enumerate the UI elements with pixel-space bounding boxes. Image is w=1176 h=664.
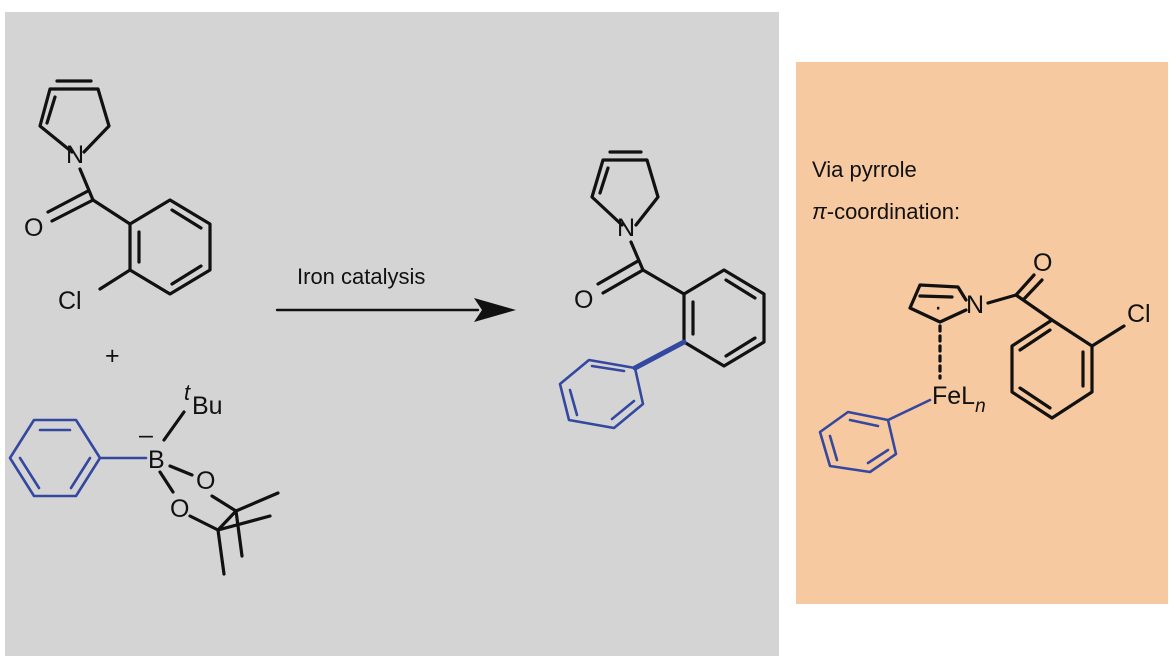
boronate-phenyl-double-2 <box>69 456 92 490</box>
iron-symbol: FeL <box>932 382 975 410</box>
mechanism-nitrogen: N <box>966 291 984 319</box>
product-new-cc-bond <box>632 339 687 371</box>
boronate-oxygen-2: O <box>170 495 189 523</box>
reactant-benzene-double-1 <box>170 208 203 230</box>
mechanism-c-cl-bond <box>1090 324 1126 348</box>
reaction-panel <box>5 12 779 656</box>
reactant-boronate: B – t Bu O O <box>8 380 280 576</box>
pi-symbol: π <box>812 199 828 224</box>
boron-negative-charge: – <box>139 421 153 449</box>
mechanism-highlight-box <box>796 62 1168 604</box>
boron-tbu-bond <box>162 410 186 442</box>
mechanism-pyrrole-inner-bond <box>918 294 954 299</box>
product-phenyl-double-3 <box>610 399 636 421</box>
mechanism-carbonyl-bond-2 <box>1022 278 1044 301</box>
product-benzene-double-1 <box>724 278 757 300</box>
mechanism-n-c-bond <box>986 293 1018 305</box>
tbu-label: Bu <box>192 392 223 420</box>
product-benzene-ring <box>682 268 766 368</box>
pinacol-o2-c-bond <box>188 514 220 532</box>
product-nitrogen: N <box>617 214 635 242</box>
reactant-carbonyl-bond-1 <box>50 198 95 223</box>
mechanism-benzene-double-2 <box>1018 386 1052 410</box>
reactant-carbonyl-aryl-bond <box>91 198 132 226</box>
boronate-oxygen-1: O <box>196 467 215 495</box>
product-phenyl-double-2 <box>568 388 579 417</box>
mechanism-title-line-2: π-coordination: <box>812 199 960 224</box>
mechanism-title-rest: -coordination: <box>827 199 960 224</box>
pinacol-methyl-3 <box>216 514 272 532</box>
mechanism-content: Via pyrrole π-coordination: · N O Cl FeL… <box>812 157 1151 474</box>
reactant-benzene-double-2 <box>170 264 203 286</box>
product-carbonyl-aryl-bond <box>641 268 686 296</box>
pinacol-methyl-4 <box>216 528 226 576</box>
plus-sign: + <box>105 342 120 370</box>
boronate-phenyl-double-3 <box>18 456 41 490</box>
product-pyrrole-ring <box>590 158 660 227</box>
reactant-oxygen: O <box>24 214 43 242</box>
mechanism-benzene-ring <box>1010 318 1094 420</box>
product-carbonyl-bond-1 <box>601 268 645 295</box>
pinacol-methyl-2 <box>234 509 244 558</box>
mechanism-phenyl-ring <box>818 410 898 474</box>
reactant-c-cl-bond <box>98 268 132 291</box>
mechanism-c-aryl-bond <box>1014 293 1054 322</box>
mechanism-phenyl-double-3 <box>866 448 890 465</box>
product-molecule: N O <box>558 150 766 430</box>
reactant-pyrrole-double-bond-1 <box>45 95 57 125</box>
pinacol-c-c-bond <box>216 509 238 532</box>
tbu-t-prefix: t <box>184 380 191 405</box>
product-pyrrole-double-1 <box>598 166 610 195</box>
boron-oxygen-bond-1 <box>168 464 194 477</box>
reactant-chlorine: Cl <box>58 287 82 315</box>
iron-subscript: n <box>975 396 986 417</box>
radical-dot: · <box>934 293 942 321</box>
mechanism-pyrrole-ring <box>908 283 968 324</box>
fe-phenyl-bond <box>886 398 932 422</box>
pinacol-o1-c-bond <box>210 494 238 513</box>
pinacol-methyl-1 <box>234 491 280 513</box>
boronate-phenyl-ring <box>8 418 102 498</box>
mechanism-benzene-double-3 <box>1018 328 1052 352</box>
reactant-pyrrole-ring <box>38 87 111 154</box>
product-carbonyl-bond-2 <box>596 259 640 286</box>
product-benzene-double-2 <box>724 336 757 358</box>
arrow-label: Iron catalysis <box>297 264 425 289</box>
mechanism-phenyl-double-2 <box>828 434 839 462</box>
reactant-amide: N O Cl <box>24 79 212 315</box>
reactant-nitrogen: N <box>66 141 84 169</box>
product-oxygen: O <box>574 286 593 314</box>
product-phenyl-double-1 <box>590 364 626 373</box>
mechanism-phenyl-double-1 <box>848 418 880 428</box>
product-n-c-bond <box>629 240 645 272</box>
product-phenyl-ring <box>558 358 645 430</box>
mechanism-chlorine: Cl <box>1127 300 1151 328</box>
reactant-carbonyl-bond-2 <box>46 189 90 214</box>
boron-oxygen-bond-2 <box>158 470 175 494</box>
mechanism-oxygen: O <box>1033 249 1052 277</box>
reaction-arrow: Iron catalysis <box>275 264 516 322</box>
arrow-head <box>474 298 516 322</box>
mechanism-carbonyl-bond-1 <box>1014 273 1036 297</box>
mechanism-title-line-1: Via pyrrole <box>812 157 917 182</box>
boron-atom: B <box>148 446 165 474</box>
iron-label: FeLn <box>932 382 986 417</box>
reactant-n-c-bond <box>78 167 95 202</box>
reactant-benzene-ring <box>128 198 212 296</box>
